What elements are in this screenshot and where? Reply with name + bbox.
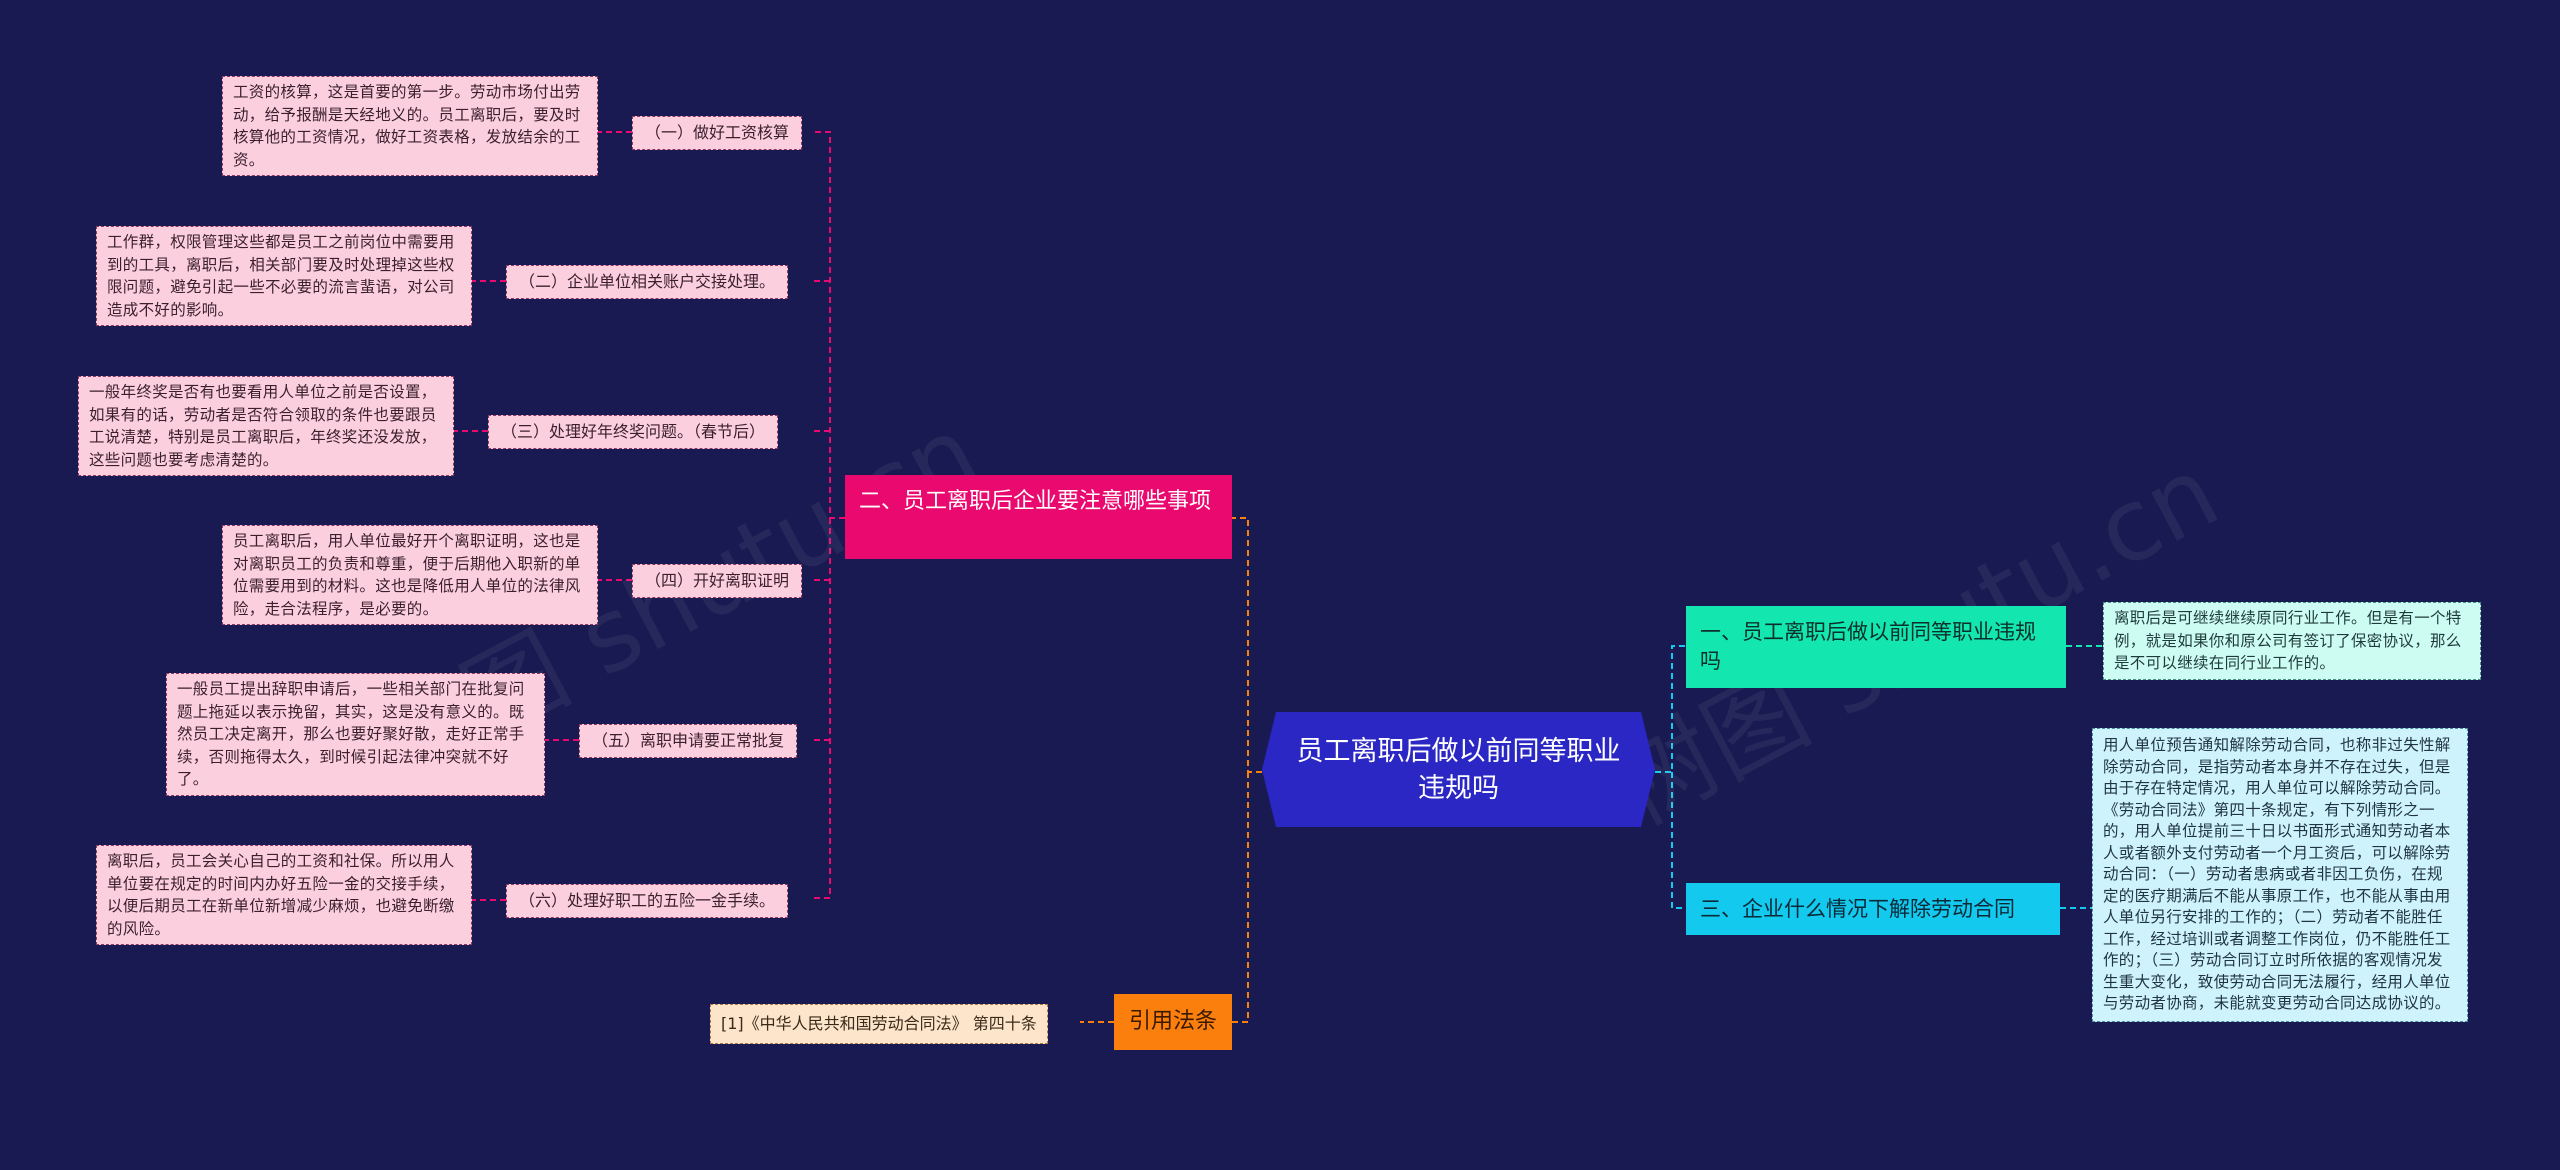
sub-topic-salary[interactable]: （一）做好工资核算 (632, 116, 803, 150)
detail-certificate[interactable]: 员工离职后，用人单位最好开个离职证明，这也是对离职员工的负责和尊重，便于后期他入… (222, 525, 598, 625)
detail-bonus[interactable]: 一般年终奖是否有也要看用人单位之前是否设置，如果有的话，劳动者是否符合领取的条件… (78, 376, 454, 476)
sub-topic-accounts[interactable]: （二）企业单位相关账户交接处理。 (506, 265, 789, 299)
sub-topic-label: （四）开好离职证明 (645, 571, 790, 590)
detail-terminate-contract[interactable]: 用人单位预告通知解除劳动合同，也称非过失性解除劳动合同，是指劳动者本身并不存在过… (2092, 728, 2468, 1022)
detail-text: 离职后，员工会关心自己的工资和社保。所以用人单位要在规定的时间内办好五险一金的交… (107, 852, 455, 938)
detail-text: 用人单位预告通知解除劳动合同，也称非过失性解除劳动合同，是指劳动者本身并不存在过… (2103, 736, 2451, 1012)
sub-topic-insurance[interactable]: （六）处理好职工的五险一金手续。 (506, 884, 789, 918)
detail-text: 工作群，权限管理这些都是员工之前岗位中需要用到的工具，离职后，相关部门要及时处理… (107, 233, 455, 319)
sub-topic-certificate[interactable]: （四）开好离职证明 (632, 564, 803, 598)
branch-terminate-contract-label: 三、企业什么情况下解除劳动合同 (1700, 897, 2015, 921)
sub-topic-bonus[interactable]: （三）处理好年终奖问题。（春节后） (488, 415, 779, 449)
reference-text: [1]《中华人民共和国劳动合同法》 第四十条 (721, 1014, 1037, 1033)
detail-text: 员工离职后，用人单位最好开个离职证明，这也是对离职员工的负责和尊重，便于后期他入… (233, 532, 581, 618)
branch-enterprise-notes[interactable]: 二、员工离职后企业要注意哪些事项 (845, 475, 1232, 559)
sub-topic-label: （五）离职申请要正常批复 (592, 731, 785, 750)
branch-reference-label: 引用法条 (1128, 1009, 1217, 1034)
sub-topic-label: （一）做好工资核算 (645, 123, 790, 142)
reference-item[interactable]: [1]《中华人民共和国劳动合同法》 第四十条 (710, 1004, 1048, 1044)
root-topic-label: 员工离职后做以前同等职业违规吗 (1296, 735, 1621, 804)
detail-text: 一般员工提出辞职申请后，一些相关部门在批复问题上拖延以表示挽留，其实，这是没有意… (177, 680, 525, 788)
branch-enterprise-notes-label: 二、员工离职后企业要注意哪些事项 (859, 489, 1212, 514)
branch-same-job-label: 一、员工离职后做以前同等职业违规吗 (1700, 620, 2036, 673)
sub-topic-approval[interactable]: （五）离职申请要正常批复 (579, 724, 798, 758)
branch-reference[interactable]: 引用法条 (1114, 994, 1232, 1050)
detail-text: 工资的核算，这是首要的第一步。劳动市场付出劳动，给予报酬是天经地义的。员工离职后… (233, 83, 581, 169)
branch-same-job[interactable]: 一、员工离职后做以前同等职业违规吗 (1686, 606, 2066, 688)
branch-terminate-contract[interactable]: 三、企业什么情况下解除劳动合同 (1686, 883, 2060, 935)
detail-insurance[interactable]: 离职后，员工会关心自己的工资和社保。所以用人单位要在规定的时间内办好五险一金的交… (96, 845, 472, 945)
root-topic[interactable]: 员工离职后做以前同等职业违规吗 (1262, 712, 1655, 827)
sub-topic-label: （三）处理好年终奖问题。（春节后） (501, 422, 766, 441)
sub-topic-label: （二）企业单位相关账户交接处理。 (519, 272, 776, 291)
detail-text: 离职后是可继续继续原同行业工作。但是有一个特例，就是如果你和原公司有签订了保密协… (2114, 609, 2462, 672)
detail-accounts[interactable]: 工作群，权限管理这些都是员工之前岗位中需要用到的工具，离职后，相关部门要及时处理… (96, 226, 472, 326)
sub-topic-label: （六）处理好职工的五险一金手续。 (519, 891, 776, 910)
detail-same-job[interactable]: 离职后是可继续继续原同行业工作。但是有一个特例，就是如果你和原公司有签订了保密协… (2103, 602, 2481, 680)
detail-text: 一般年终奖是否有也要看用人单位之前是否设置，如果有的话，劳动者是否符合领取的条件… (89, 383, 437, 469)
detail-approval[interactable]: 一般员工提出辞职申请后，一些相关部门在批复问题上拖延以表示挽留，其实，这是没有意… (166, 673, 545, 796)
detail-salary[interactable]: 工资的核算，这是首要的第一步。劳动市场付出劳动，给予报酬是天经地义的。员工离职后… (222, 76, 598, 176)
